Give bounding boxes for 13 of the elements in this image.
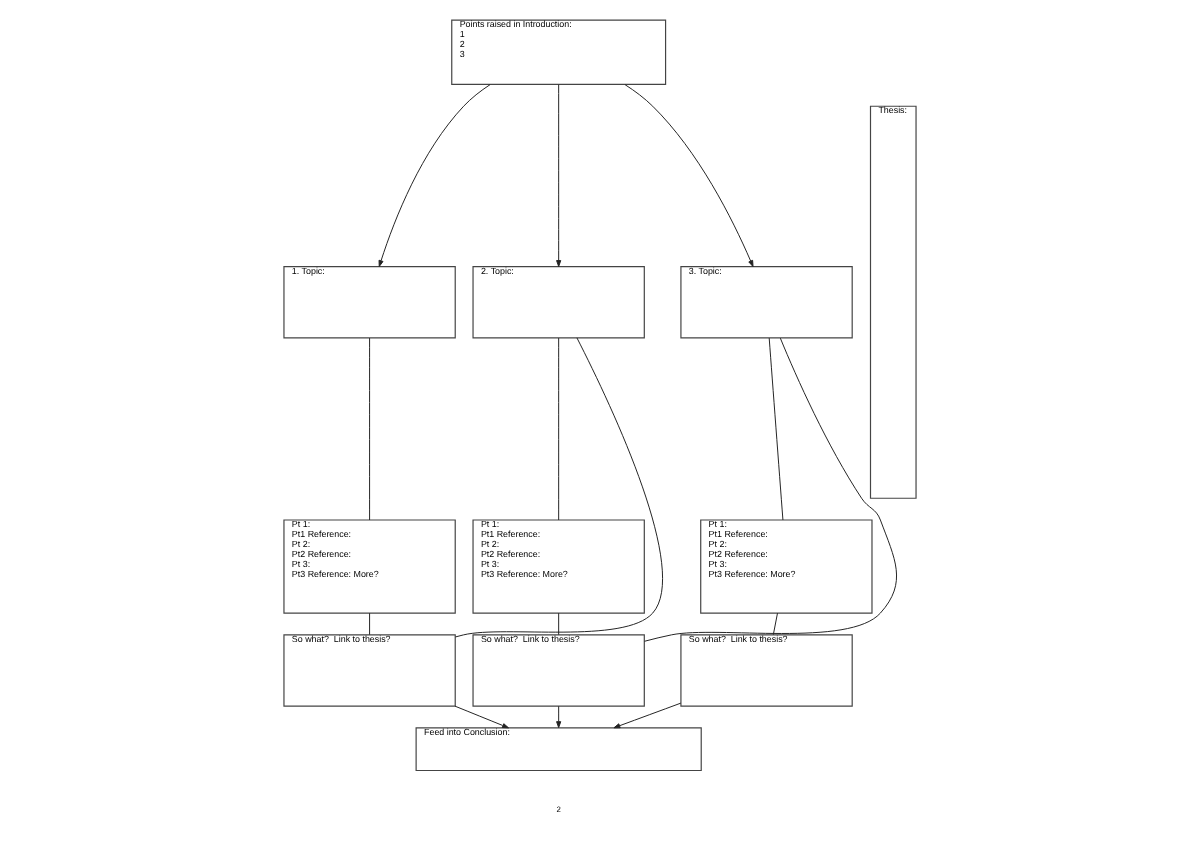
connector (369, 337, 371, 521)
arrow (556, 84, 562, 267)
connector (558, 612, 560, 636)
connector (558, 337, 560, 521)
arrow (378, 84, 491, 267)
arrow (613, 702, 682, 729)
arrow (556, 705, 562, 729)
connector (768, 337, 784, 521)
arrow (454, 705, 509, 729)
connector (369, 612, 371, 636)
connector (644, 337, 898, 642)
connector (772, 612, 778, 636)
arrow (624, 84, 754, 268)
